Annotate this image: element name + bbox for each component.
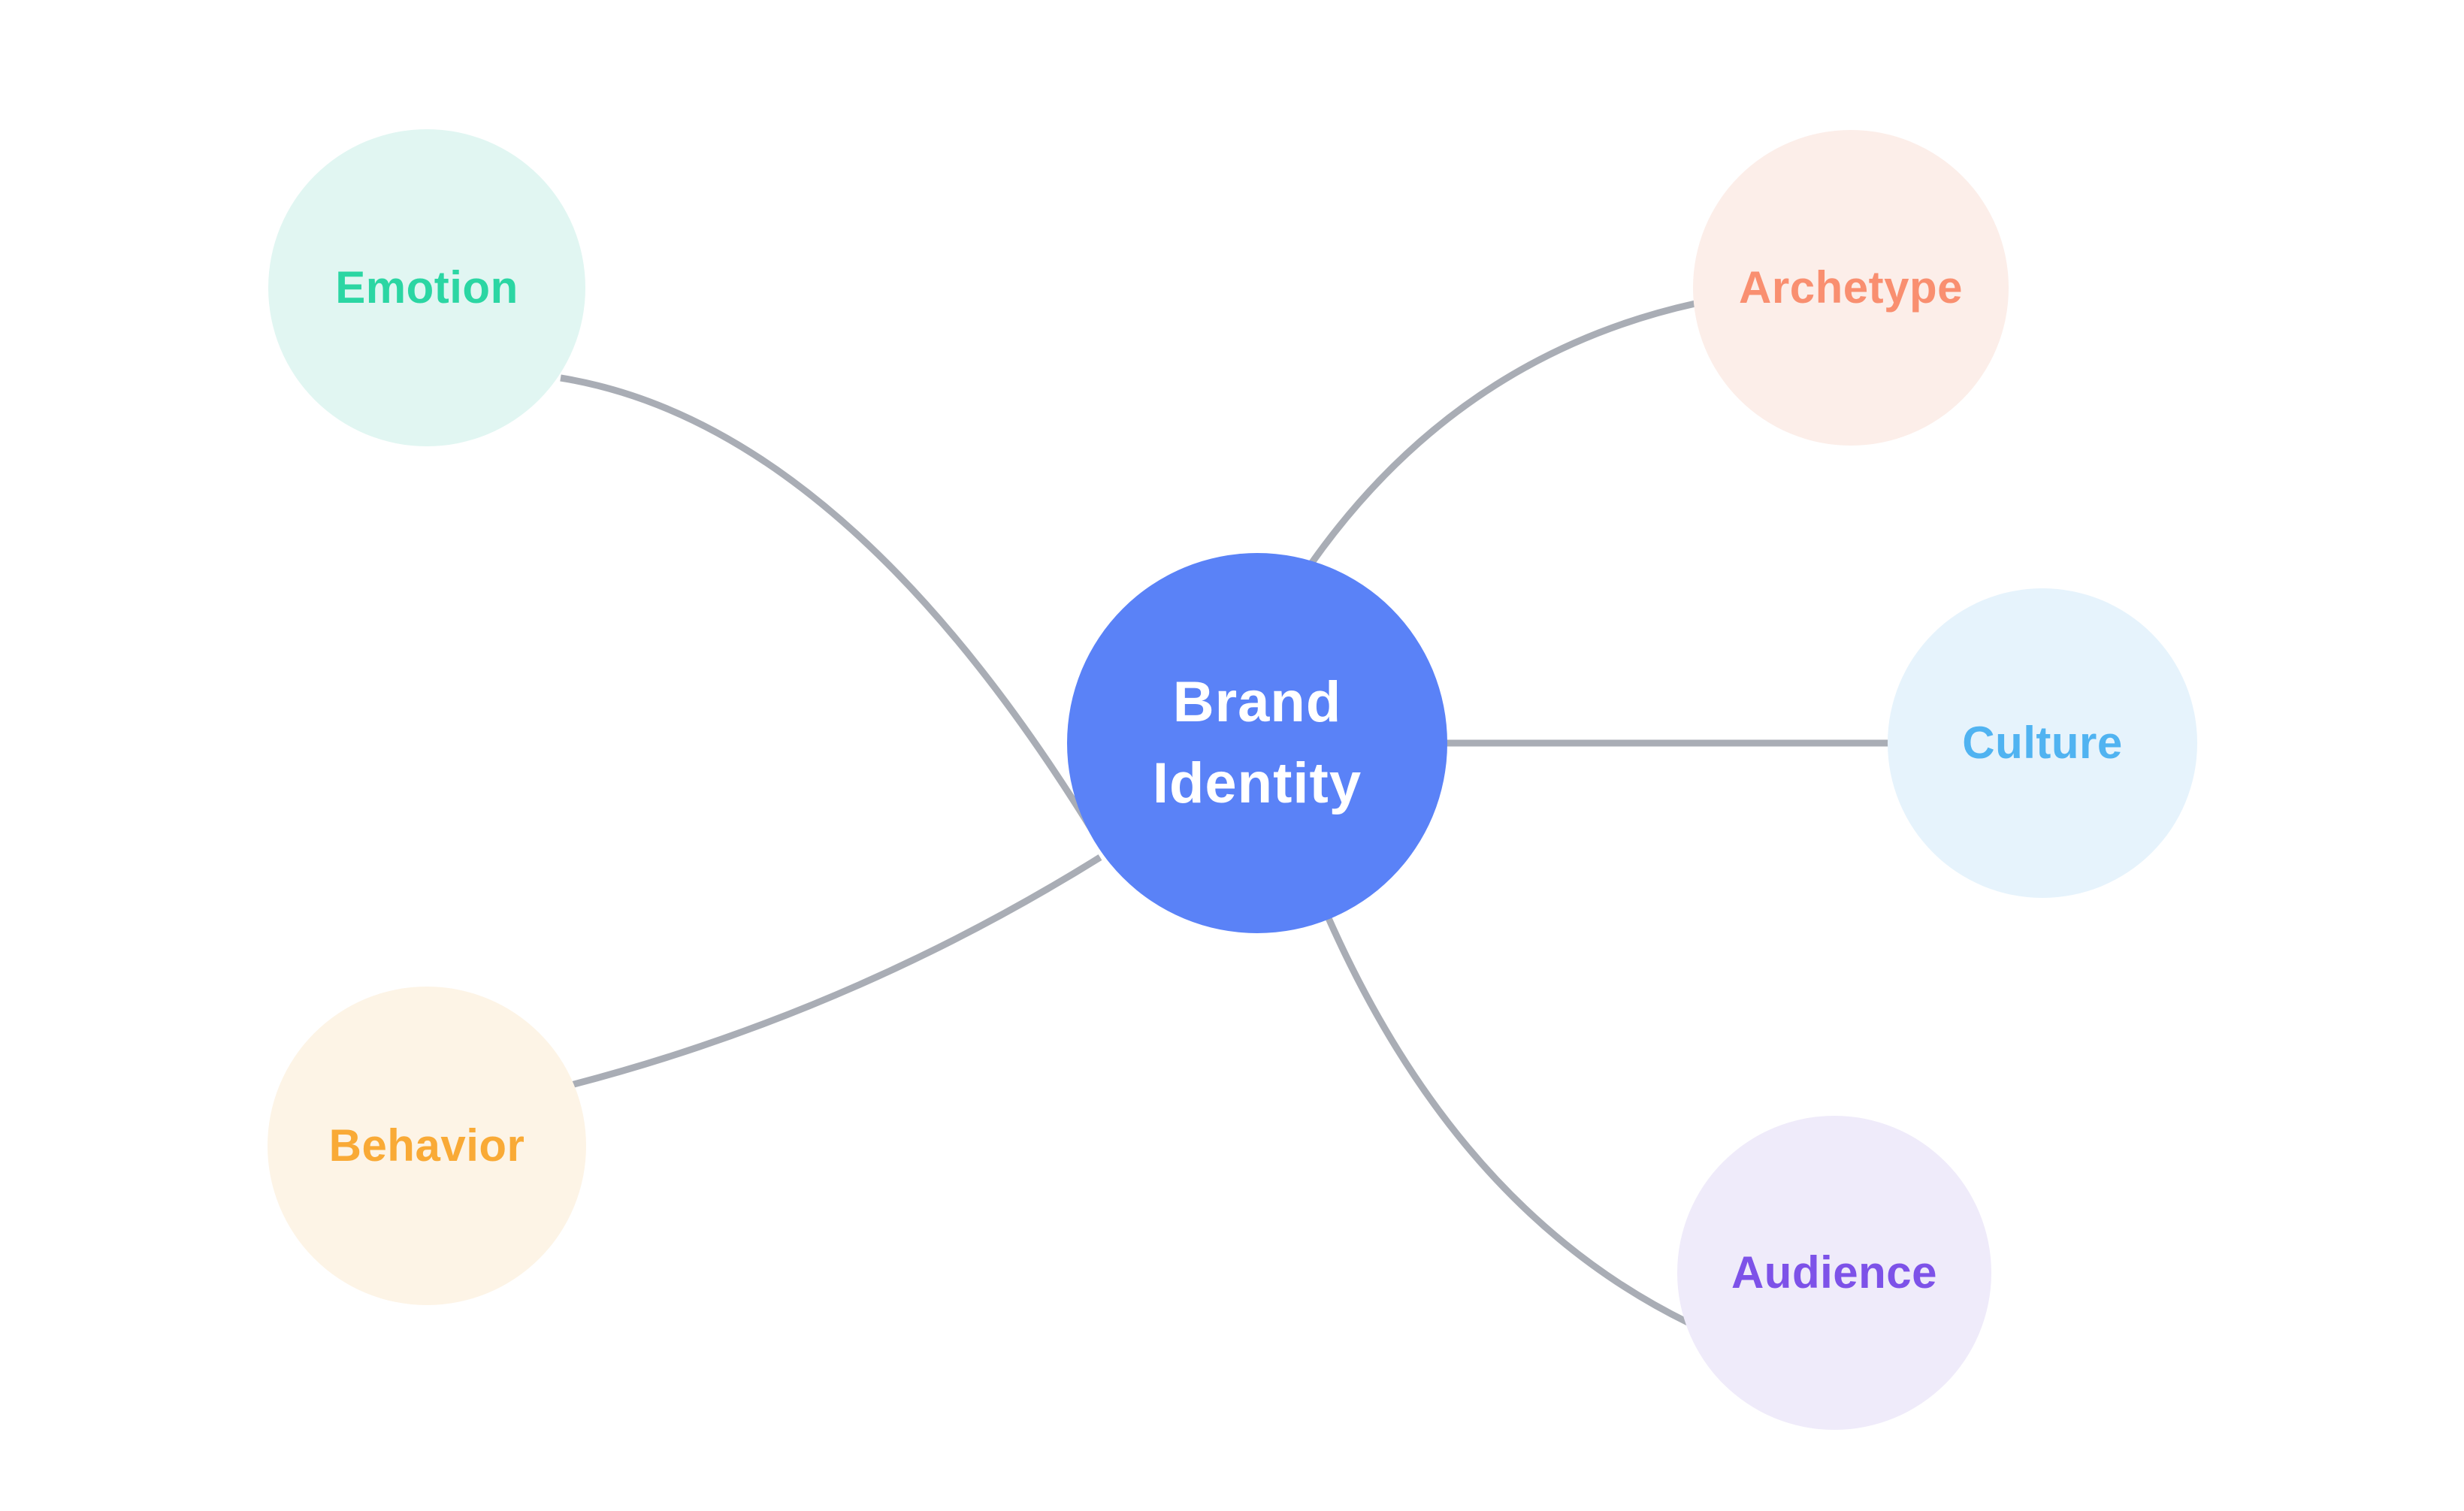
connector-brand-archetype — [1308, 300, 1696, 566]
connector-behavior-brand — [570, 854, 1102, 1089]
connector-emotion-brand — [560, 374, 1099, 839]
node-archetype-label: Archetype — [1739, 262, 1963, 313]
node-brand-identity-label: Brand Identity — [1153, 662, 1362, 824]
node-emotion[interactable]: Emotion — [268, 129, 585, 446]
node-archetype[interactable]: Archetype — [1693, 130, 2009, 446]
connector-brand-audience — [1325, 917, 1689, 1326]
node-brand-identity-label-line2: Identity — [1152, 751, 1362, 815]
node-emotion-label: Emotion — [335, 262, 518, 313]
node-audience-label: Audience — [1731, 1247, 1938, 1298]
node-brand-identity[interactable]: Brand Identity — [1067, 553, 1447, 933]
node-culture[interactable]: Culture — [1888, 588, 2197, 898]
node-culture-label: Culture — [1962, 718, 2123, 769]
node-behavior-label: Behavior — [328, 1120, 525, 1171]
node-behavior[interactable]: Behavior — [268, 987, 586, 1305]
node-audience[interactable]: Audience — [1677, 1116, 1991, 1430]
node-brand-identity-label-line1: Brand — [1172, 670, 1342, 735]
